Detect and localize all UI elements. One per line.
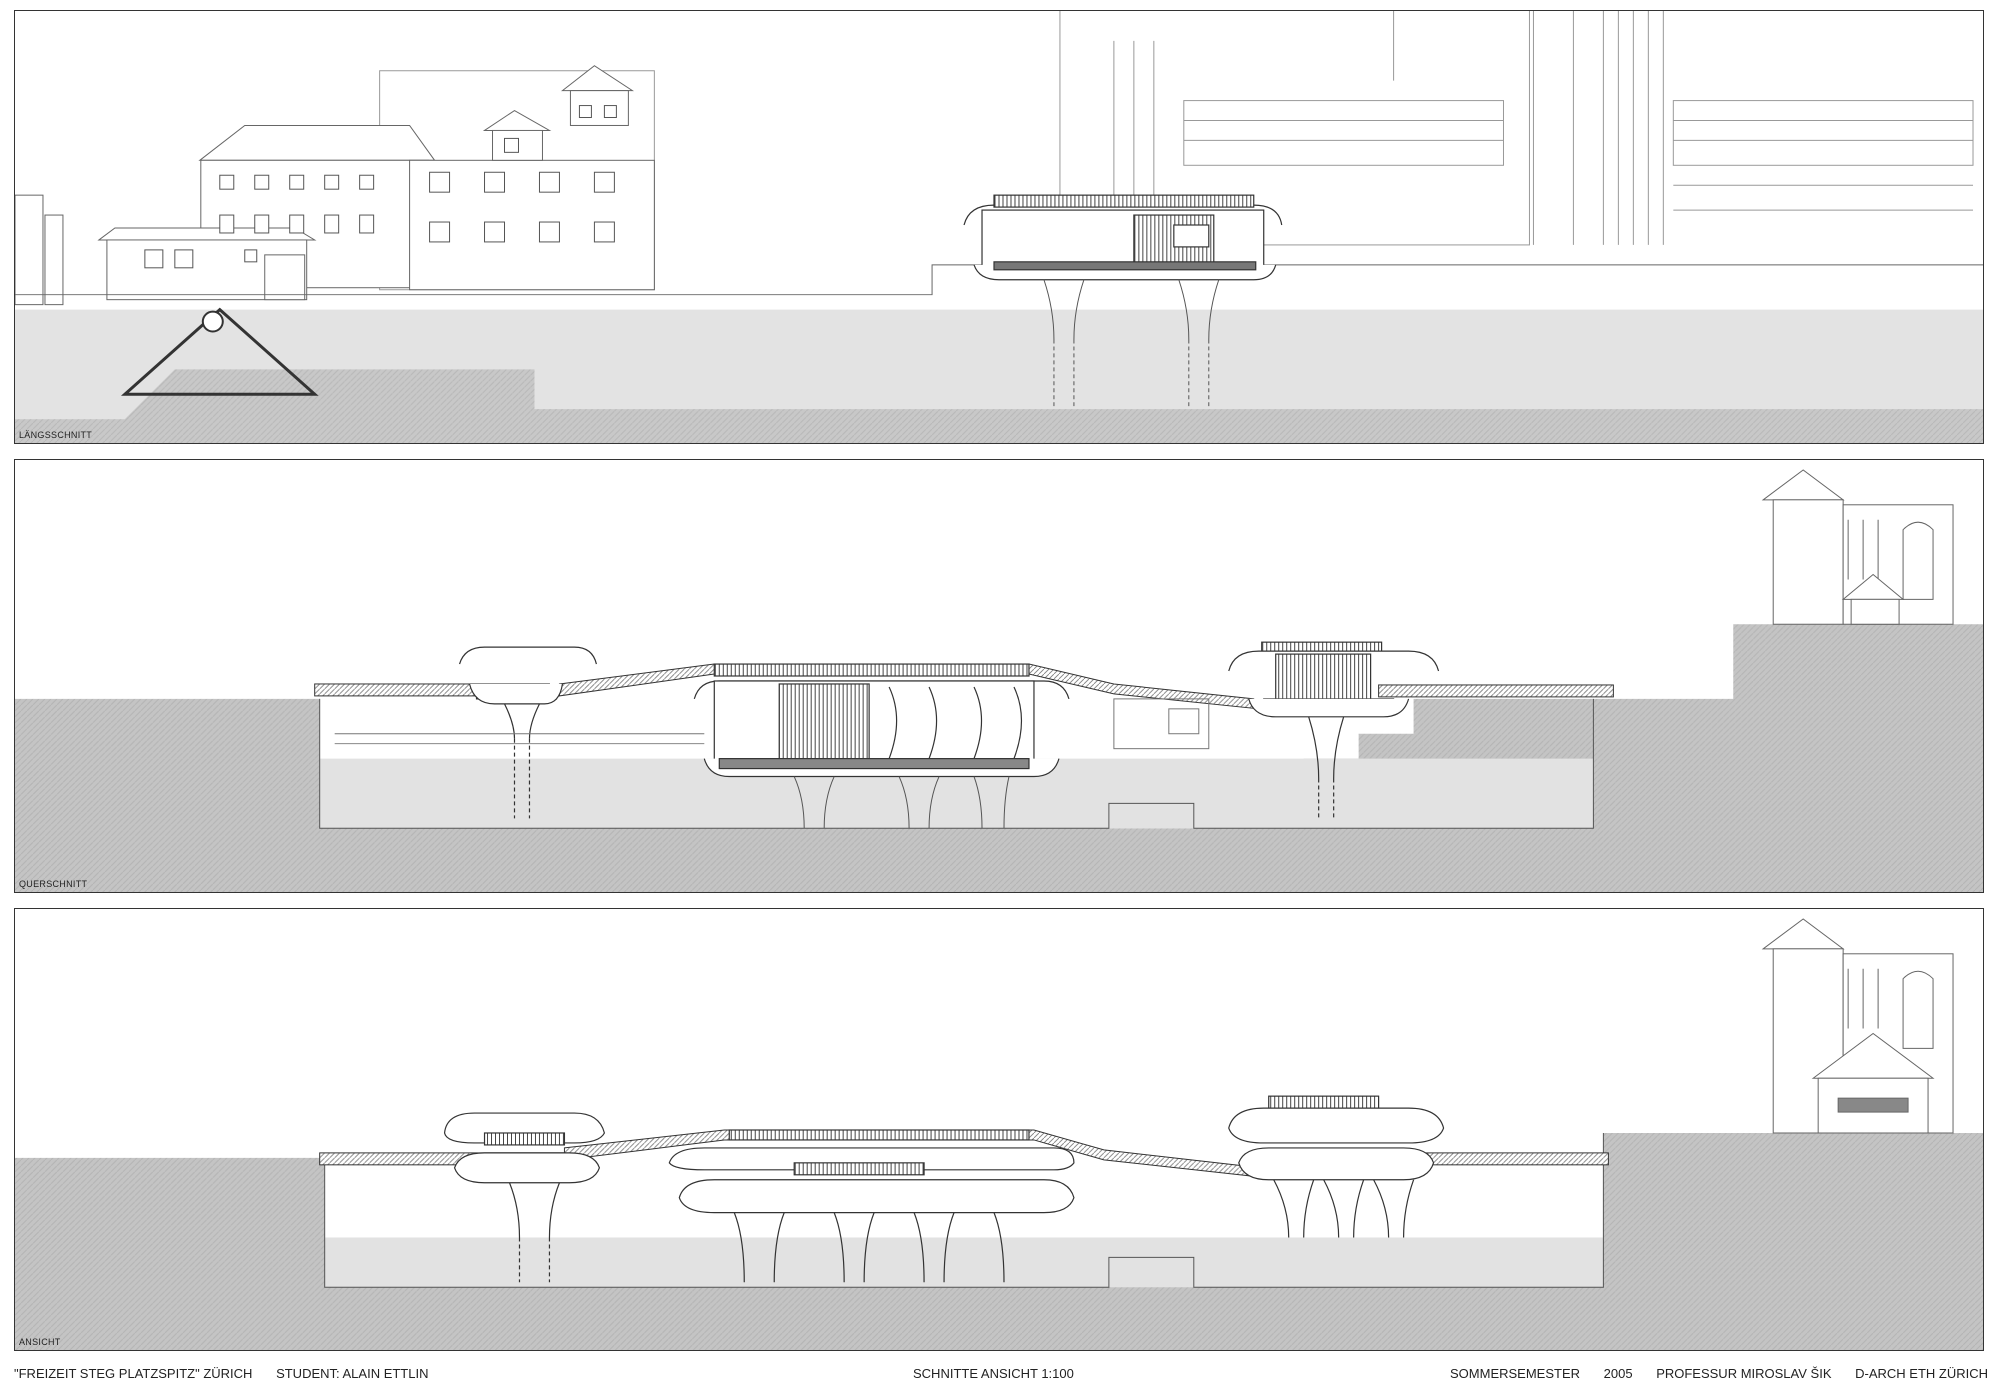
footer-right: SOMMERSEMESTER 2005 PROFESSUR MIROSLAV Š… [1450, 1366, 1988, 1381]
right-pavilion [1228, 641, 1440, 819]
terrain-view [15, 1132, 1983, 1350]
central-pavilion-view [668, 1129, 1075, 1283]
section-panel-ansicht: ANSICHT [14, 908, 1984, 1351]
sheet-title: SCHNITTE ANSICHT 1:100 [913, 1366, 1074, 1381]
house-windows [144, 105, 617, 269]
ground-lower [15, 369, 1983, 443]
interior-elements [334, 698, 1210, 750]
pavilion-columns [1043, 279, 1220, 410]
church-building-view [1761, 918, 1954, 1134]
central-pavilion [693, 663, 1070, 778]
left-pavilion [458, 646, 597, 819]
section-panel-querschnitt: QUERSCHNITT [14, 459, 1984, 893]
pavilion [963, 194, 1283, 281]
river-embankment [120, 307, 319, 396]
panel-label: ANSICHT [19, 1337, 61, 1347]
church-building [1761, 469, 1954, 625]
left-pavilion-view [443, 1112, 606, 1283]
footer-left: "FREIZEIT STEG PLATZSPITZ" ZÜRICH STUDEN… [14, 1366, 428, 1381]
background-building [1059, 11, 1974, 246]
panel-label: LÄNGSSCHNITT [19, 430, 93, 440]
semester: SOMMERSEMESTER [1450, 1366, 1581, 1381]
section-panel-laengsschnitt: LÄNGSSCHNITT [14, 10, 1984, 444]
querschnitt-drawing [15, 469, 1983, 892]
panel-label: QUERSCHNITT [19, 879, 88, 889]
right-pavilion-view [1228, 1095, 1445, 1238]
year: 2005 [1603, 1366, 1633, 1381]
school: D-ARCH ETH ZÜRICH [1855, 1366, 1988, 1381]
laengsschnitt-drawing [15, 11, 1983, 443]
project-title: "FREIZEIT STEG PLATZSPITZ" ZÜRICH [14, 1366, 253, 1381]
pipe-section [201, 310, 224, 333]
water-basin-view [324, 1237, 1604, 1288]
central-pavilion-columns [793, 776, 1010, 829]
footer-center: SCHNITTE ANSICHT 1:100 [913, 1366, 1074, 1381]
student-name: STUDENT: ALAIN ETTLIN [276, 1366, 429, 1381]
street-level [15, 264, 1983, 296]
ansicht-drawing [15, 918, 1983, 1350]
professor: PROFESSUR MIROSLAV ŠIK [1656, 1366, 1832, 1381]
